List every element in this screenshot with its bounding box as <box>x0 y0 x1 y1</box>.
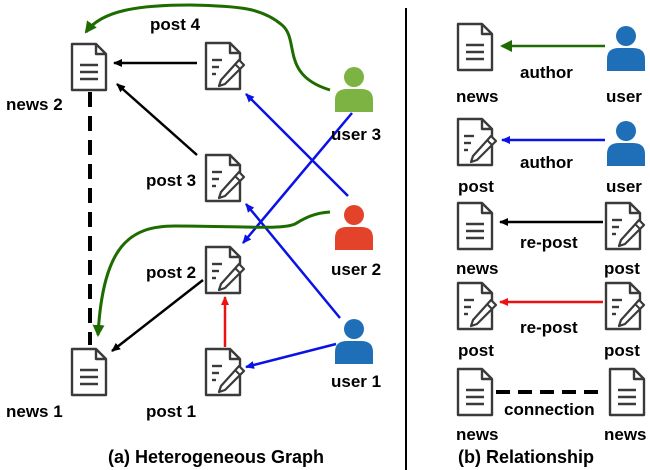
legend-row1-user-icon <box>607 26 645 71</box>
label-post-1: post 1 <box>146 402 196 421</box>
legend-row4-right-label: post <box>604 341 640 360</box>
edge-post2-news1 <box>111 279 204 352</box>
post-1-pencil-icon <box>204 347 246 397</box>
label-post-2: post 2 <box>146 263 196 282</box>
legend-row3-news-icon <box>456 201 494 251</box>
news-2-document-icon <box>70 42 108 92</box>
legend-row1-edge-label: author <box>520 63 573 82</box>
post-2-pencil-icon <box>204 245 246 295</box>
legend-row5-right-label: news <box>604 425 647 444</box>
caption-heterogeneous-graph: (a) Heterogeneous Graph <box>108 447 324 467</box>
legend-row3-left-label: news <box>456 259 499 278</box>
legend-row4-left-label: post <box>458 341 494 360</box>
edge-post3-news2 <box>116 83 198 156</box>
legend-row3-right-label: post <box>604 259 640 278</box>
legend-row5-left-label: news <box>456 425 499 444</box>
label-news-1: news 1 <box>6 402 63 421</box>
user-1-person-icon <box>335 319 373 364</box>
post-4-pencil-icon <box>204 41 246 91</box>
legend-row2-left-label: post <box>458 177 494 196</box>
legend-row1-right-label: user <box>606 87 642 106</box>
legend-row5-edge-label: connection <box>504 400 595 419</box>
legend-row2-user-icon <box>607 121 645 166</box>
label-user-2: user 2 <box>331 260 381 279</box>
edge-user3-news2 <box>84 3 331 92</box>
label-user-3: user 3 <box>331 125 381 144</box>
legend-row1-left-label: news <box>456 87 499 106</box>
news-1-document-icon <box>70 347 108 397</box>
caption-relationship: (b) Relationship <box>458 447 594 467</box>
legend-row2-post-icon <box>456 117 498 167</box>
legend-row5-news-icon-right <box>608 367 646 417</box>
label-news-2: news 2 <box>6 95 63 114</box>
edge-user1-post3 <box>245 203 341 319</box>
legend-row1-news-icon <box>456 22 494 72</box>
edge-user2-post4 <box>245 93 349 197</box>
legend-row4-post-icon-right <box>604 281 646 331</box>
legend-row5-news-icon <box>456 367 494 417</box>
legend-row2-edge-label: author <box>520 153 573 172</box>
legend-row2-right-label: user <box>606 177 642 196</box>
post-3-pencil-icon <box>204 153 246 203</box>
label-post-4: post 4 <box>150 15 201 34</box>
label-post-3: post 3 <box>146 171 196 190</box>
legend-row4-edge-label: re-post <box>520 318 578 337</box>
user-2-person-icon <box>335 205 373 250</box>
legend-row4-post-icon <box>456 281 498 331</box>
label-user-1: user 1 <box>331 372 381 391</box>
legend-row3-post-icon <box>604 201 646 251</box>
edge-user1-post1 <box>245 342 337 369</box>
legend-row5-label-background <box>503 401 601 419</box>
legend-row3-edge-label: re-post <box>520 233 578 252</box>
user-3-person-icon <box>335 67 373 112</box>
edge-user2-news1 <box>92 210 331 337</box>
